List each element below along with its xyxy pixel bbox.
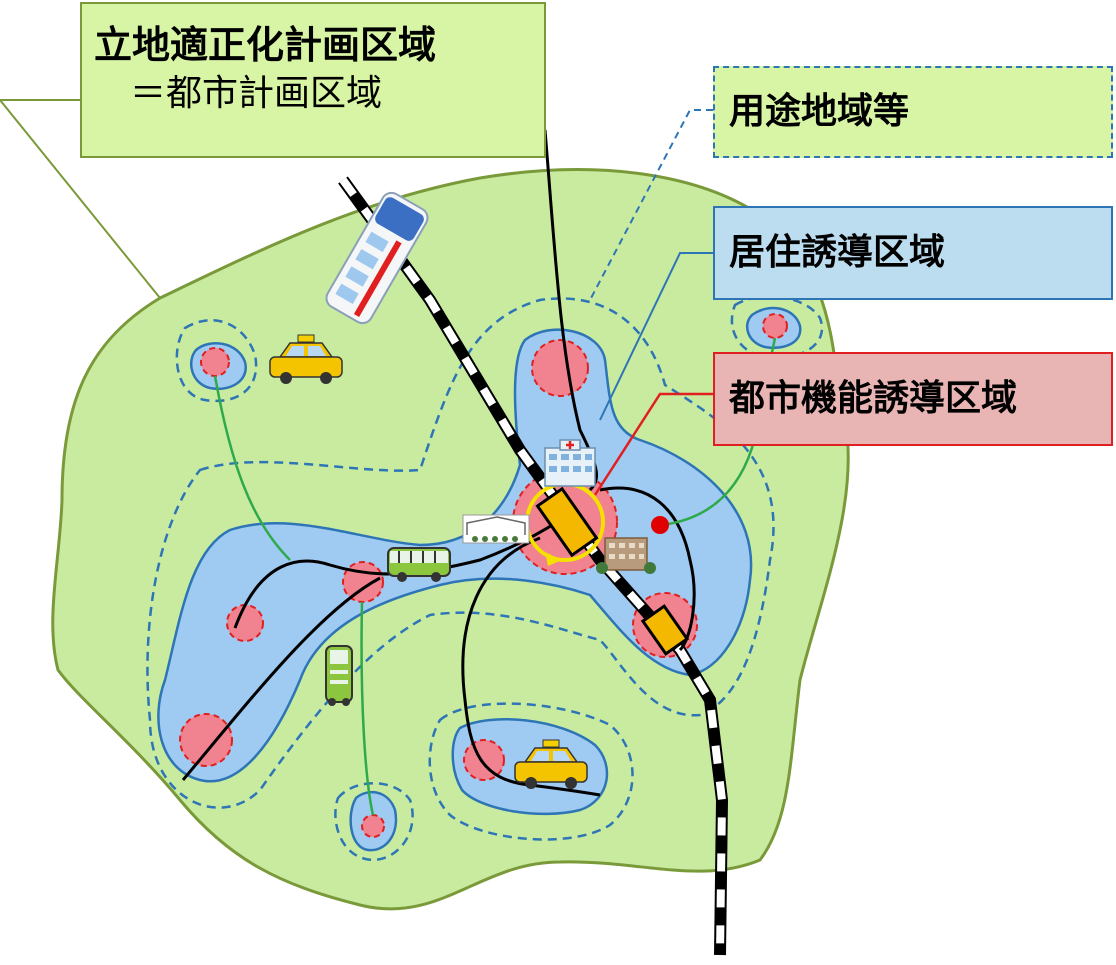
line-southwest [181,576,381,781]
bus-icon [387,547,451,582]
railway [338,176,729,956]
urban-ne-small [762,313,788,339]
shop-icon [462,514,530,544]
urban-southwest [179,713,233,767]
usage-area-outlines [146,295,824,862]
urban-sw-small [361,814,385,838]
transit-lines [181,129,696,797]
usage-area-nw [175,319,258,403]
urban-north [531,339,589,397]
usage-area-sw [334,782,414,862]
line-north [543,129,599,492]
line-east [599,486,696,652]
urban-west [226,604,264,642]
urban-south [463,739,505,781]
plan-area-subtitle: ＝都市計画区域 [130,73,383,114]
urban-nw-small [200,347,230,377]
line-south [461,536,601,797]
feeder-ne [661,337,777,527]
residential-area-label: 居住誘導区域 [713,206,1113,300]
feeder-stop [651,516,669,534]
feeder-nw [213,375,291,561]
train-icon [325,191,429,325]
station-icon [640,604,690,656]
hospital-icon [544,439,596,487]
loop-arrow-head [545,552,562,566]
bus-icon [325,645,353,706]
feeder-sw [360,601,375,816]
feeder-lines [213,337,777,816]
usage-area-label: 用途地域等 [713,66,1113,158]
plan-area-title: 立地適正化計画区域 [94,23,437,67]
urban-function-area-label: 都市機能誘導区域 [713,352,1113,446]
leader-lines [0,99,713,496]
usage-area-ne [730,295,824,360]
taxi-icon [514,739,588,789]
urban-bus-west [342,561,384,603]
usage-area-main [146,297,775,809]
station-icon [535,486,599,558]
building-icon [596,537,656,574]
taxi-icon [269,334,343,384]
residential-area-main [157,328,753,783]
plan-area-label: 立地適正化計画区域 ＝都市計画区域 [80,2,546,158]
usage-area-s [428,702,634,841]
